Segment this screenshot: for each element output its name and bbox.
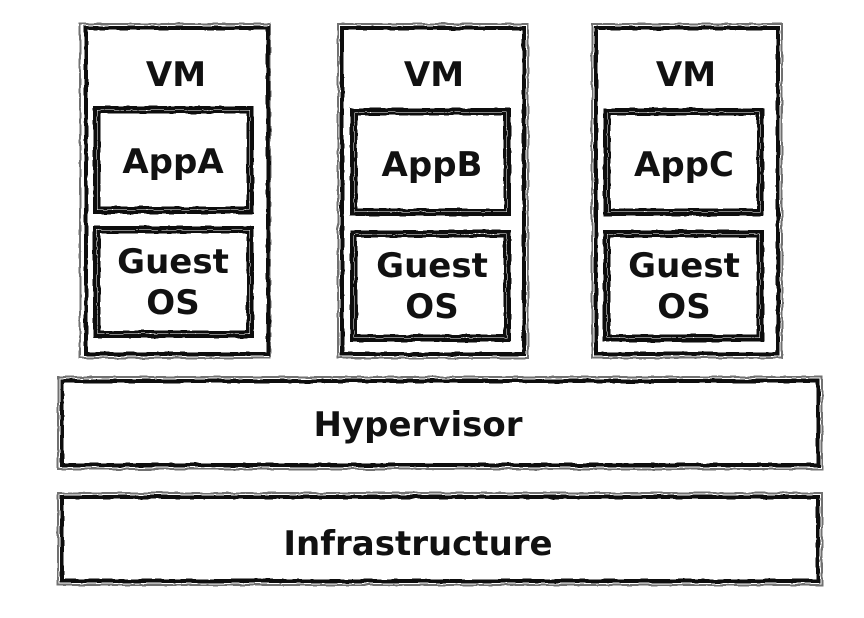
infrastructure-box <box>60 495 820 583</box>
guest-os-a-label-line2: OS <box>146 283 199 323</box>
guest-os-c-label-line1: Guest <box>628 246 740 286</box>
vm-b-label: VM <box>404 55 464 95</box>
guest-os-a-label-line1: Guest <box>117 242 229 282</box>
vm-c: VM AppC Guest OS <box>591 23 783 359</box>
infrastructure-layer: Infrastructure <box>57 492 823 586</box>
app-b-box <box>350 108 511 216</box>
guest-os-b-label-line1: Guest <box>376 246 488 286</box>
vm-a: VM AppA Guest OS <box>79 23 271 359</box>
vm-a-label: VM <box>146 55 206 95</box>
vm-c-box <box>594 26 780 356</box>
vm-a-box <box>84 26 270 356</box>
app-c-box <box>603 108 764 216</box>
guest-os-c-label-line2: OS <box>657 287 710 327</box>
guest-os-a-box <box>93 226 254 338</box>
vm-c-label: VM <box>656 55 716 95</box>
guest-os-b-box <box>350 230 511 342</box>
vm-b-box <box>340 26 526 356</box>
hypervisor-label: Hypervisor <box>314 405 523 445</box>
app-b-label: AppB <box>382 145 483 185</box>
guest-os-b-label-line2: OS <box>405 287 458 327</box>
app-a-box <box>93 106 254 214</box>
app-a-label: AppA <box>122 142 224 182</box>
guest-os-c-box <box>603 230 764 342</box>
app-c-label: AppC <box>634 145 734 185</box>
hypervisor-layer: Hypervisor <box>57 376 823 470</box>
infrastructure-label: Infrastructure <box>283 524 552 564</box>
hypervisor-box <box>60 379 820 467</box>
vm-b: VM AppB Guest OS <box>337 23 529 359</box>
